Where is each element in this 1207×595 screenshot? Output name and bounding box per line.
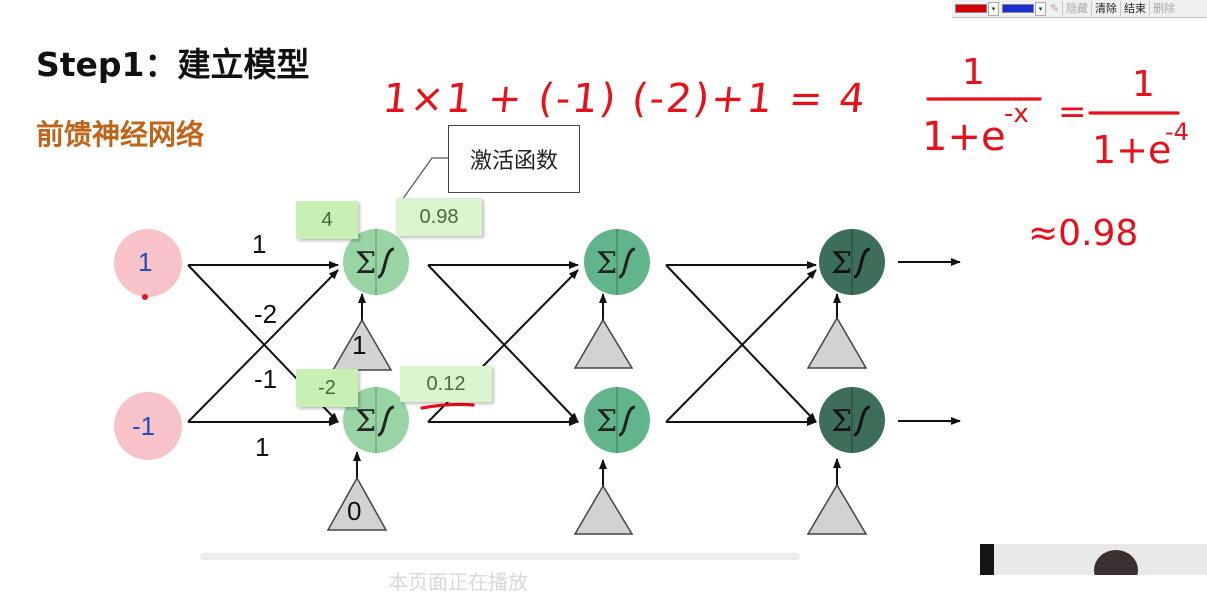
neuron-node: Σ: [819, 229, 885, 295]
neuron-node: Σ: [584, 387, 650, 453]
presenter-avatar: [1094, 550, 1138, 575]
sigmoid-icon: [618, 247, 636, 279]
sigmoid-left-denominator: 1+e: [922, 114, 1006, 160]
neuron-node: Σ: [819, 387, 885, 453]
bias-triangle: [573, 318, 634, 369]
weight-w11: 1: [252, 229, 267, 259]
sigmoid-icon: [377, 247, 395, 279]
presenter-video-thumbnail: [980, 544, 1207, 575]
bias-triangle: [806, 483, 868, 535]
pen-color-swatch[interactable]: [955, 4, 987, 13]
connections-layer2-layer3: [665, 261, 817, 426]
sum-symbol: Σ: [355, 246, 376, 281]
sigmoid-equals: =: [1058, 92, 1087, 132]
callout-leader: [401, 157, 448, 201]
sigmoid-icon: [377, 405, 395, 437]
neuron2-sum-box: -2: [296, 369, 358, 407]
annotation-toolbar: ▾ ▾ ✎ 隐藏 清除 结束 删除: [952, 0, 1207, 18]
neuron1-output-box: 0.98: [396, 198, 482, 236]
output-arrows: [898, 258, 961, 425]
input-value-2: -1: [132, 411, 156, 441]
chevron-down-icon[interactable]: ▾: [988, 1, 999, 16]
sigmoid-right-numerator: 1: [1132, 64, 1155, 105]
red-dot: [142, 294, 148, 300]
edge-x2-n1: [187, 269, 339, 423]
sigmoid-icon: [618, 405, 636, 437]
bias-triangle: [331, 318, 393, 371]
bias-value-2: 0: [347, 496, 362, 526]
line-color-picker[interactable]: ▾: [1002, 1, 1046, 16]
pen-color-picker[interactable]: ▾: [955, 1, 999, 16]
input-node-1: [114, 229, 182, 297]
delete-button[interactable]: 删除: [1149, 1, 1178, 16]
sigmoid-icon: [853, 405, 871, 437]
underline-mark: [420, 402, 475, 410]
sigmoid-left-exponent: -x: [1004, 99, 1029, 129]
sigmoid-icon: [853, 247, 871, 279]
sum-symbol: Σ: [596, 404, 617, 439]
bias-triangle: [573, 484, 634, 535]
activation-function-callout: 激活函数: [448, 125, 580, 193]
pencil-icon[interactable]: ✎: [1050, 1, 1060, 15]
handwriting: [420, 97, 1180, 410]
bias-triangle: [806, 316, 868, 369]
line-color-swatch[interactable]: [1002, 4, 1034, 13]
neuron2-output-box: 0.12: [400, 366, 492, 402]
hide-button[interactable]: 隐藏: [1062, 1, 1091, 16]
handwritten-equation: 1×1 + (-1) (-2)+1 = 4: [380, 76, 870, 122]
sigmoid-right-exponent: -4: [1165, 118, 1189, 146]
bias-triangle: [326, 476, 388, 531]
neurons: Σ Σ Σ Σ Σ Σ: [343, 229, 885, 453]
neuron-node: Σ: [343, 387, 409, 453]
sum-symbol: Σ: [831, 404, 852, 439]
network-diagram: Σ Σ Σ Σ Σ Σ: [114, 97, 1180, 535]
neuron1-sum-box: 4: [296, 201, 358, 239]
faded-caption: 本页面正在播放: [388, 570, 528, 594]
neuron-node: Σ: [343, 229, 409, 295]
bias-value-1: 1: [352, 330, 367, 360]
weight-w21: -1: [254, 364, 278, 394]
approx-result: ≈0.98: [1028, 213, 1139, 254]
page-subtitle: 前馈神经网络: [36, 118, 205, 151]
sigmoid-right-denominator: 1+e: [1092, 128, 1172, 172]
scroll-bar[interactable]: [200, 553, 800, 560]
sum-symbol: Σ: [596, 246, 617, 281]
weight-w12: -2: [254, 299, 278, 329]
clear-button[interactable]: 清除: [1091, 1, 1120, 16]
chevron-down-icon[interactable]: ▾: [1035, 1, 1046, 16]
sigmoid-left-numerator: 1: [962, 52, 985, 93]
sum-symbol: Σ: [355, 404, 376, 439]
page-title: Step1：建立模型: [36, 45, 310, 84]
input-value-1: 1: [138, 247, 153, 277]
weight-w22: 1: [255, 432, 270, 462]
neuron-node: Σ: [584, 229, 650, 295]
input-node-2: [114, 392, 182, 460]
end-button[interactable]: 结束: [1120, 1, 1149, 16]
bias-units: [326, 293, 868, 535]
sum-symbol: Σ: [831, 246, 852, 281]
